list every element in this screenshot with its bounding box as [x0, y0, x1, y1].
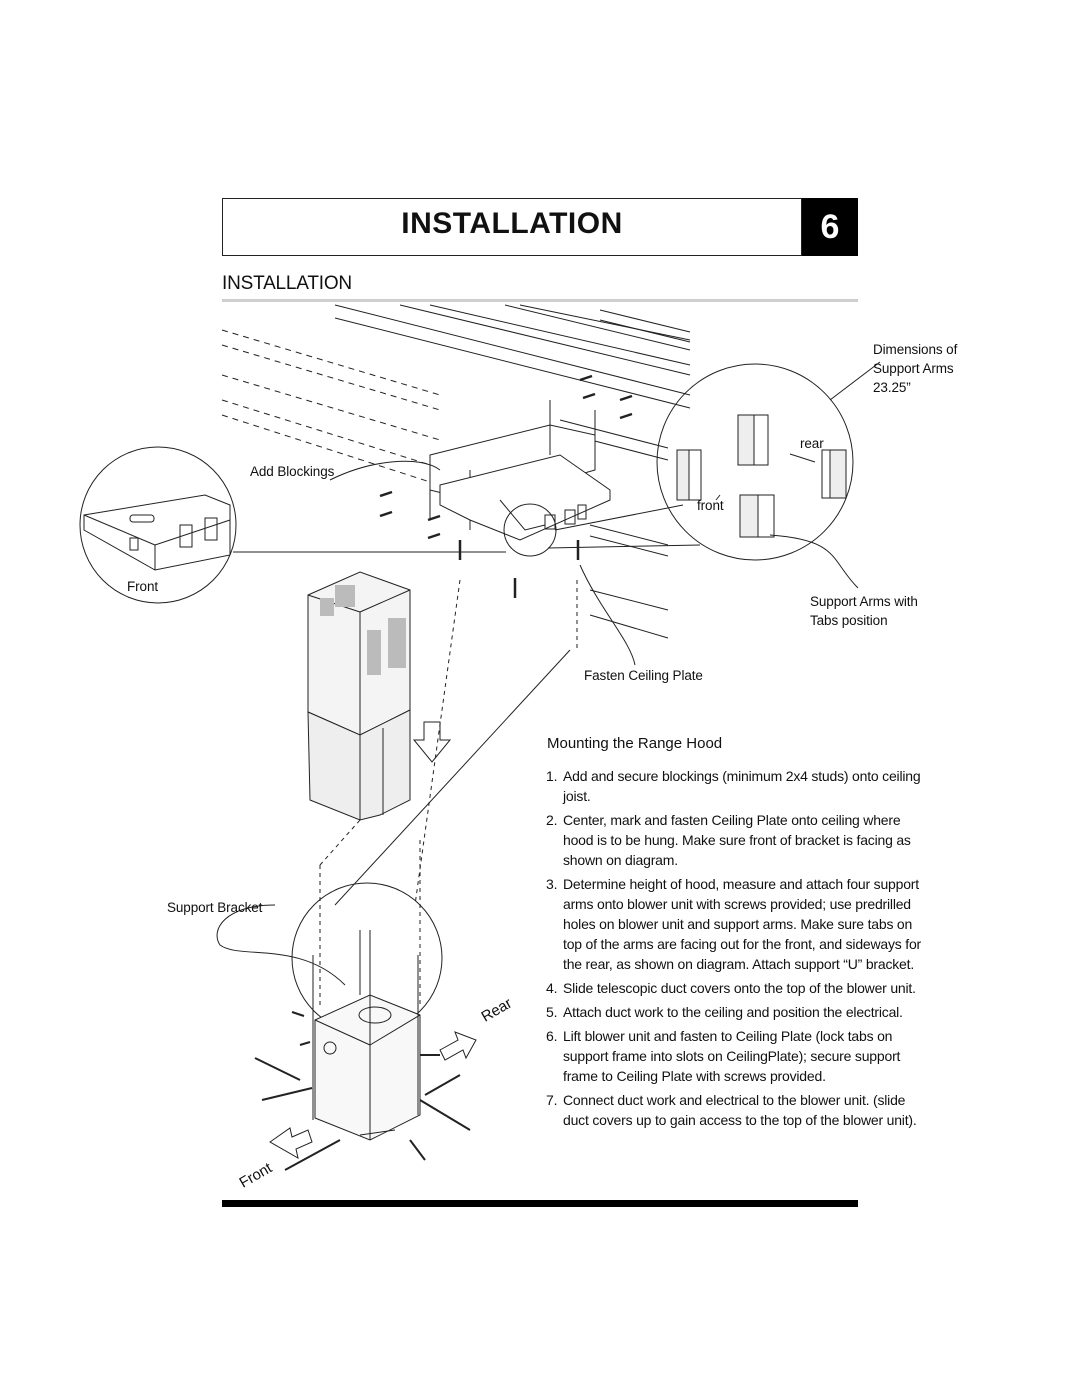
blocking-detail-circle: [79, 446, 237, 604]
down-arrow-icon: [412, 721, 452, 763]
header-title: INSTALLATION: [401, 207, 623, 240]
ceiling-screws: [379, 374, 633, 598]
label-support-arms-1: Support Arms with: [810, 594, 918, 609]
rear-pointer: [789, 453, 816, 463]
support-arms-detail-circle: [656, 363, 854, 561]
instruction-step: 4.Slide telescopic duct covers onto the …: [546, 980, 916, 996]
page-number: 6: [802, 198, 858, 256]
blower-screws: [254, 1011, 471, 1171]
duct-cover: [307, 571, 411, 821]
instruction-step: 3.Determine height of hood, measure and …: [546, 876, 922, 972]
label-support-arms-2: Tabs position: [810, 613, 888, 628]
label-dimensions-2: Support Arms: [873, 361, 954, 376]
support-arms-leader: [769, 534, 859, 589]
instruction-step: 1.Add and secure blockings (minimum 2x4 …: [546, 768, 921, 804]
header-title-box: INSTALLATION: [222, 198, 802, 256]
blocking-detail: [83, 494, 231, 571]
rear-arrow-icon: [439, 1031, 477, 1061]
instruction-step: 6.Lift blower unit and fasten to Ceiling…: [546, 1028, 901, 1084]
bottom-rule: [222, 1200, 858, 1207]
blower-unit: [312, 930, 421, 1141]
ceiling-hidden-lines: [221, 329, 441, 483]
tab-highlight-circle: [503, 503, 557, 557]
blockings: [429, 400, 611, 541]
instructions-heading: Mounting the Range Hood: [547, 735, 723, 752]
instructions-list: 1.Add and secure blockings (minimum 2x4 …: [546, 766, 926, 1134]
label-support-bracket: Support Bracket: [167, 900, 263, 915]
front-arrow-icon: [269, 1127, 313, 1159]
label-fasten-ceiling-plate: Fasten Ceiling Plate: [584, 668, 703, 683]
magnify-connector-bottom: [547, 544, 701, 549]
label-dimensions-3: 23.25”: [873, 380, 911, 395]
alignment-lines: [319, 579, 578, 1005]
instruction-step: 2.Center, mark and fasten Ceiling Plate …: [546, 812, 911, 868]
support-bracket-leader: [216, 904, 346, 986]
label-front-detail: Front: [127, 579, 159, 594]
fasten-plate-leader: [579, 564, 636, 666]
section-title: INSTALLATION: [222, 273, 352, 294]
instruction-step: 7.Connect duct work and electrical to th…: [546, 1092, 917, 1128]
section-divider: [222, 299, 858, 302]
ceiling-joists: [334, 304, 691, 639]
dimensions-leader: [829, 361, 881, 401]
front-pointer: [715, 494, 721, 501]
magnify-connector-top: [554, 504, 684, 531]
label-front: front: [697, 498, 724, 513]
label-rear: rear: [800, 436, 824, 451]
instruction-step: 5.Attach duct work to the ceiling and po…: [546, 1004, 903, 1020]
label-dimensions-1: Dimensions of: [873, 342, 958, 357]
add-blockings-leader: [329, 460, 441, 481]
support-arms-detail: [676, 414, 847, 538]
bracket-magnify-line: [334, 649, 571, 906]
label-add-blockings: Add Blockings: [250, 464, 335, 479]
